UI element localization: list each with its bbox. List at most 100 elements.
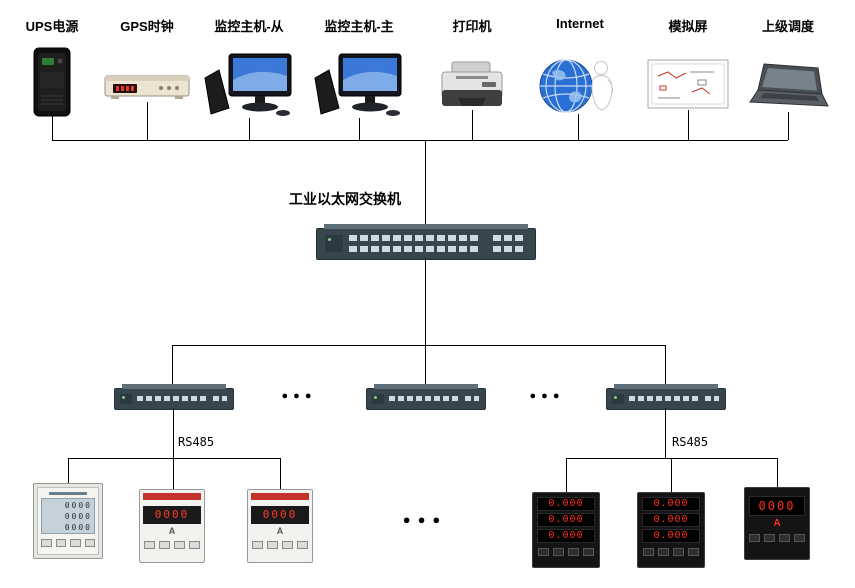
monitor-master-label: 监控主机-主: [324, 19, 394, 34]
meter-face: 0000 0000 0000: [37, 487, 99, 555]
rs485-label-right: RS485: [672, 435, 709, 449]
rs485-label-left: RS485: [178, 435, 215, 449]
sub-switch-middle: [366, 384, 486, 410]
connector-mimic: [688, 110, 689, 140]
connector-printer: [472, 110, 473, 140]
meter-buttons: [143, 541, 201, 549]
meter-brand-band: [143, 493, 201, 500]
meter-buttons: [251, 541, 309, 549]
meter-led-display: 0000: [251, 506, 309, 524]
internet-globe-icon: [538, 54, 622, 123]
drop-meter-4: [566, 458, 567, 492]
mimic-screen-icon: [646, 58, 730, 117]
ellipsis-sub-switches-1: ●●●: [281, 390, 317, 402]
monitor-slave-label: 监控主机-从: [214, 19, 284, 34]
printer-label: 打印机: [452, 19, 492, 34]
meter-led-row: 0.000: [537, 497, 595, 511]
meter-led-display: 0000: [143, 506, 201, 524]
connector-laptop: [788, 112, 789, 140]
main-switch-label: 工业以太网交换机: [289, 191, 401, 207]
meter-led-row: 0.000: [537, 529, 595, 543]
lcd-row: 0000: [64, 512, 92, 521]
switch-top-face: [374, 384, 478, 389]
switch-led: [328, 238, 331, 241]
power-meter-lcd: 0000 0000 0000: [33, 483, 103, 559]
monitor-master-icon: [313, 50, 405, 125]
ellipsis-meters: ●●●: [402, 512, 448, 527]
meter-brand-mark: [49, 492, 87, 495]
meter-lcd-display: 0000 0000 0000: [41, 498, 95, 534]
drop-meter-1: [68, 458, 69, 483]
sub-left-down-line: [173, 408, 174, 458]
switch-top-face: [614, 384, 718, 389]
drop-right: [665, 345, 666, 384]
switch-port-row: [389, 396, 461, 401]
connector-gps: [147, 102, 148, 140]
switch-led: [122, 396, 125, 399]
drop-meter-5: [671, 458, 672, 492]
sub-switch-right: [606, 384, 726, 410]
sub-switch-left: [114, 384, 234, 410]
switch-brand-badge: [120, 394, 132, 404]
sub-right-down-line: [665, 408, 666, 458]
switch-uplink-ports: [213, 396, 227, 401]
connector-ups: [52, 116, 53, 140]
drop-mid: [425, 345, 426, 384]
switch-uplink-ports: [493, 235, 523, 241]
ammeter: 0000 A: [744, 487, 810, 560]
rs485-bus-left: [68, 458, 280, 459]
switch-port-row: [349, 246, 480, 252]
gps-clock-icon: [103, 68, 191, 109]
power-meter-led: 0000 A: [139, 489, 205, 563]
switch-top-face: [122, 384, 226, 389]
switch-uplink-ports: [705, 396, 719, 401]
connector-pc-master: [359, 118, 360, 140]
multifunction-meter: 0.000 0.000 0.000: [532, 492, 600, 568]
switch-uplink-ports: [465, 396, 479, 401]
switch-brand-badge: [612, 394, 624, 404]
meter-led-row: 0.000: [642, 513, 700, 527]
meter-buttons: [537, 548, 595, 556]
meter-unit: A: [168, 526, 176, 536]
mimic-screen-label: 模拟屏: [668, 19, 708, 34]
industrial-ethernet-switch: [316, 224, 536, 260]
meter-led-row: 0.000: [642, 497, 700, 511]
drop-meter-3: [280, 458, 281, 489]
ups-icon: [28, 46, 76, 123]
mid-bus-line: [172, 345, 665, 346]
printer-icon: [438, 60, 506, 117]
switch-brand-badge: [372, 394, 384, 404]
drop-left: [172, 345, 173, 384]
meter-led-display: 0000: [749, 496, 805, 516]
internet-label: Internet: [556, 16, 604, 31]
connector-pc-slave: [249, 118, 250, 140]
drop-meter-2: [173, 458, 174, 489]
connector-internet: [578, 114, 579, 140]
switch-down-line: [425, 258, 426, 345]
switch-port-row: [349, 235, 480, 241]
switch-led: [374, 396, 377, 399]
meter-buttons: [749, 534, 805, 542]
meter-unit: A: [276, 526, 284, 536]
monitor-slave-icon: [203, 50, 295, 125]
lcd-row: 0000: [64, 523, 92, 532]
gps-clock-label: GPS时钟: [120, 19, 174, 34]
meter-led-row: 0.000: [642, 529, 700, 543]
switch-port-row: [629, 396, 701, 401]
lcd-row: 0000: [64, 501, 92, 510]
meter-unit: A: [773, 518, 781, 529]
power-meter-led: 0000 A: [247, 489, 313, 563]
top-bus-line: [52, 140, 788, 141]
meter-buttons: [41, 539, 95, 547]
laptop-icon: [746, 62, 830, 119]
ellipsis-sub-switches-2: ●●●: [529, 390, 565, 402]
meter-brand-band: [251, 493, 309, 500]
drop-meter-6: [777, 458, 778, 487]
dispatch-label: 上级调度: [761, 19, 814, 34]
switch-led: [614, 396, 617, 399]
switch-uplink-ports: [493, 246, 523, 252]
bus-to-switch-line: [425, 140, 426, 224]
meter-buttons: [642, 548, 700, 556]
meter-led-row: 0.000: [537, 513, 595, 527]
